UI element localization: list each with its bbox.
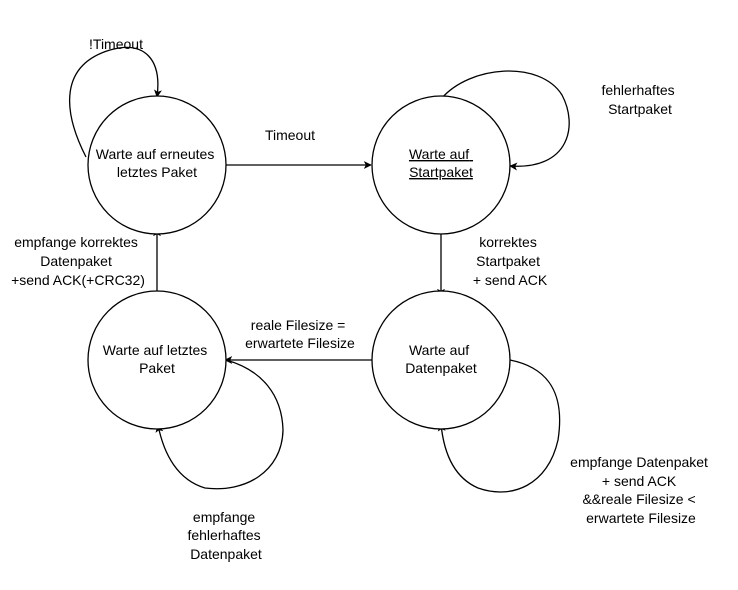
state-label-wait-resent-last: Warte auf erneutes letztes Paket (96, 146, 218, 180)
transition-label-filesize-equal: reale Filesize = erwartete Filesize (245, 317, 355, 351)
state-circle-wait-resent-last (87, 95, 227, 235)
transition-label-not-timeout: !Timeout (89, 36, 143, 52)
transition-label-timeout: Timeout (265, 127, 315, 143)
state-label-wait-last: Warte auf letztes Paket (103, 342, 211, 376)
state-circle-wait-start (371, 95, 511, 235)
edge-not-timeout-loop (69, 46, 162, 158)
state-label-wait-data: Warte auf Datenpaket (405, 342, 477, 376)
transition-label-receive-data: empfange Datenpaket + send ACK &&reale F… (570, 454, 712, 526)
transition-label-receive-correct: empfange korrektes Datenpaket +send ACK(… (11, 234, 145, 288)
edge-faulty-start-loop (440, 70, 570, 171)
transition-label-correct-start: korrektes Startpaket + send ACK (473, 234, 548, 288)
state-circle-wait-data (371, 290, 511, 430)
edge-receive-data-loop (437, 359, 561, 493)
edge-receive-faulty-loop (155, 359, 284, 490)
state-circle-wait-last (87, 290, 227, 430)
transition-label-faulty-start: fehlerhaftes Startpaket (601, 82, 678, 117)
state-label-wait-start: Warte auf Startpaket (409, 146, 473, 180)
transition-label-receive-faulty: empfange fehlerhaftes Datenpaket (187, 509, 264, 562)
